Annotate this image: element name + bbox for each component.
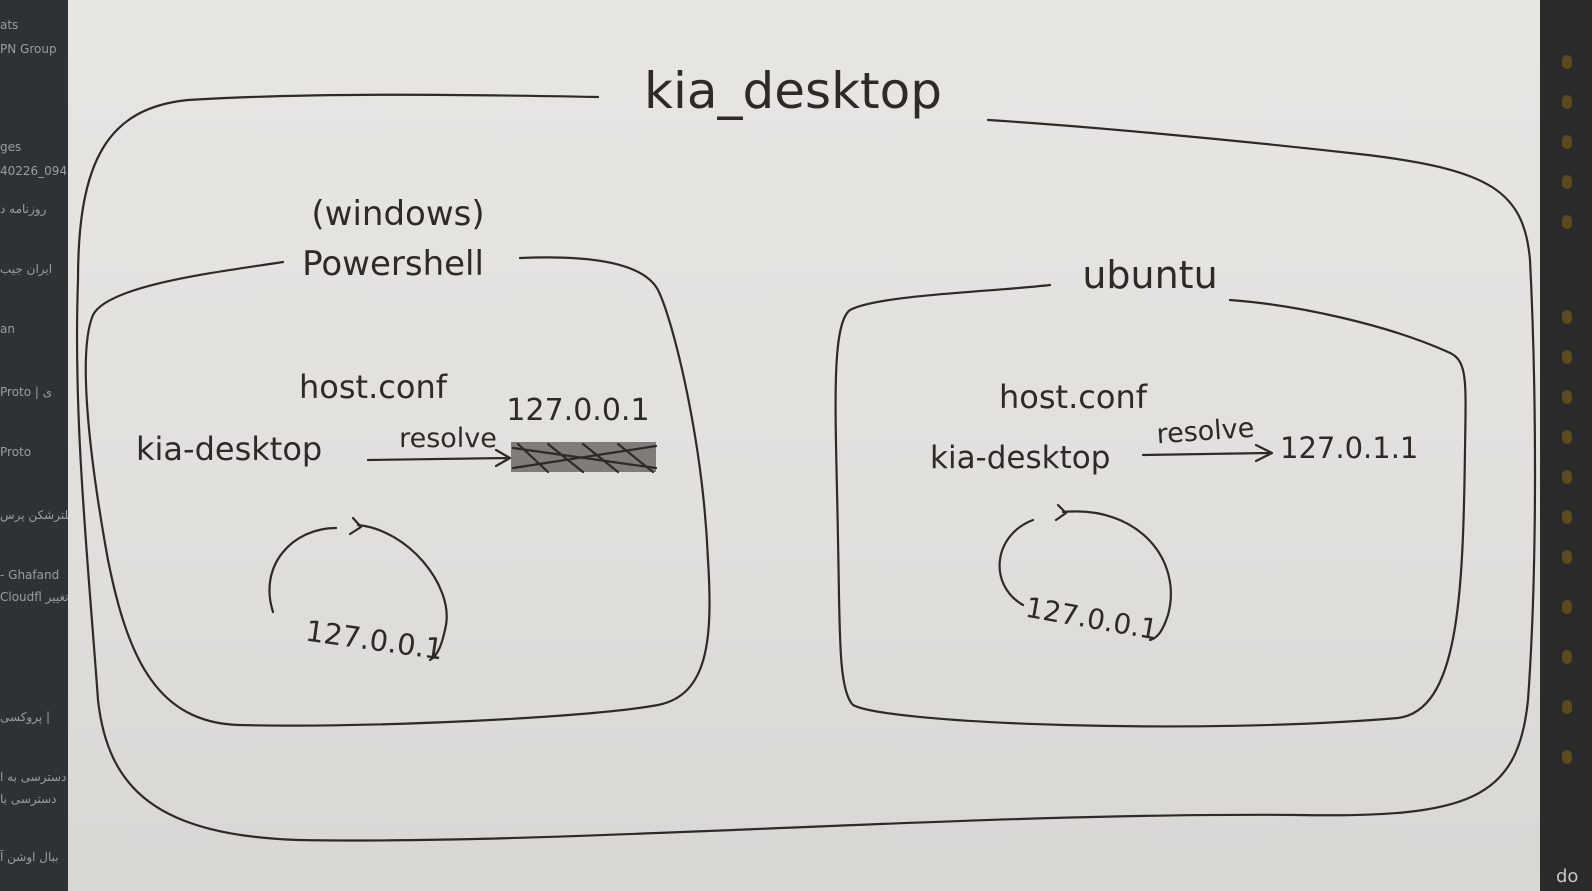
chat-list-item[interactable]: روزنامه د	[0, 202, 47, 216]
reaction-icon[interactable]	[1562, 390, 1572, 404]
background-chat-sidebar: ats PN Group ges 40226_0942 روزنامه د ای…	[0, 0, 68, 891]
diagram-title: kia_desktop	[644, 62, 942, 120]
reaction-icon[interactable]	[1562, 550, 1572, 564]
ubuntu-host-conf-label: host.conf	[999, 378, 1148, 416]
reaction-icon[interactable]	[1562, 135, 1572, 149]
windows-loopback-arrow	[268, 516, 448, 662]
windows-box-outline	[84, 256, 711, 727]
chat-list-item[interactable]: - Ghafand	[0, 568, 60, 582]
chat-list-item[interactable]: 40226_0942	[0, 164, 68, 178]
reaction-icon[interactable]	[1562, 600, 1572, 614]
windows-target-ip: 127.0.0.1	[506, 393, 649, 428]
reaction-icon[interactable]	[1562, 650, 1572, 664]
reaction-icon[interactable]	[1562, 95, 1572, 109]
chat-list-item[interactable]: دسترسی به ا	[0, 770, 67, 784]
reaction-icon[interactable]	[1562, 700, 1572, 714]
chat-list-item[interactable]: Proto | ی	[0, 385, 53, 399]
reaction-icon[interactable]	[1562, 750, 1572, 764]
chat-list-item[interactable]: Proto	[0, 445, 32, 459]
reaction-icon[interactable]	[1562, 470, 1572, 484]
windows-hostname: kia-desktop	[136, 430, 322, 468]
paper-photo	[68, 0, 1540, 891]
reaction-icon[interactable]	[1562, 430, 1572, 444]
ubuntu-box-outline	[834, 283, 1467, 728]
ubuntu-resolve-arrow	[1141, 443, 1274, 463]
outer-machine-boundary	[75, 93, 1537, 842]
reaction-icon[interactable]	[1562, 175, 1572, 189]
background-right-panel: do	[1540, 0, 1592, 891]
chat-list-item[interactable]: an	[0, 322, 15, 336]
reaction-icon[interactable]	[1562, 215, 1572, 229]
reaction-icon[interactable]	[1562, 55, 1572, 69]
corner-text: do	[1556, 866, 1579, 887]
chat-list-item[interactable]: Cloudfl تغییر	[0, 590, 68, 604]
powershell-label: Powershell	[302, 244, 484, 284]
ubuntu-loopback-ip: 127.0.0.1	[1023, 591, 1160, 647]
chat-list-item[interactable]: نیلترشکن پرس	[0, 508, 68, 522]
chat-list-item[interactable]: ببال اوشن آ	[0, 850, 59, 864]
chat-list-item[interactable]: ats	[0, 18, 19, 32]
chat-list-item[interactable]: دسترسی با	[0, 792, 57, 806]
reaction-icon[interactable]	[1562, 350, 1572, 364]
windows-loopback-ip: 127.0.0.1	[304, 614, 446, 667]
ubuntu-target-ip: 127.0.1.1	[1280, 431, 1418, 465]
chat-list-item[interactable]: پروکسی |	[0, 710, 51, 724]
ubuntu-loopback-arrow	[998, 503, 1172, 642]
ubuntu-label: ubuntu	[1082, 253, 1217, 297]
reaction-icon[interactable]	[1562, 510, 1572, 524]
windows-label: (windows)	[311, 194, 484, 234]
chat-list-item[interactable]: PN Group	[0, 42, 57, 56]
hand-drawn-diagram: kia_desktop (windows) Powershell host.co…	[75, 62, 1537, 842]
windows-crossed-out-scribble	[511, 442, 658, 474]
reaction-icon[interactable]	[1562, 310, 1572, 324]
ubuntu-resolve-label: resolve	[1156, 413, 1256, 451]
ubuntu-hostname: kia-desktop	[930, 440, 1110, 476]
chat-list-item[interactable]: ges	[0, 140, 22, 154]
windows-resolve-label: resolve	[399, 423, 497, 454]
windows-host-conf-label: host.conf	[299, 368, 448, 406]
chat-list-item[interactable]: ایران جیب	[0, 262, 53, 276]
windows-resolve-arrow	[366, 448, 512, 468]
